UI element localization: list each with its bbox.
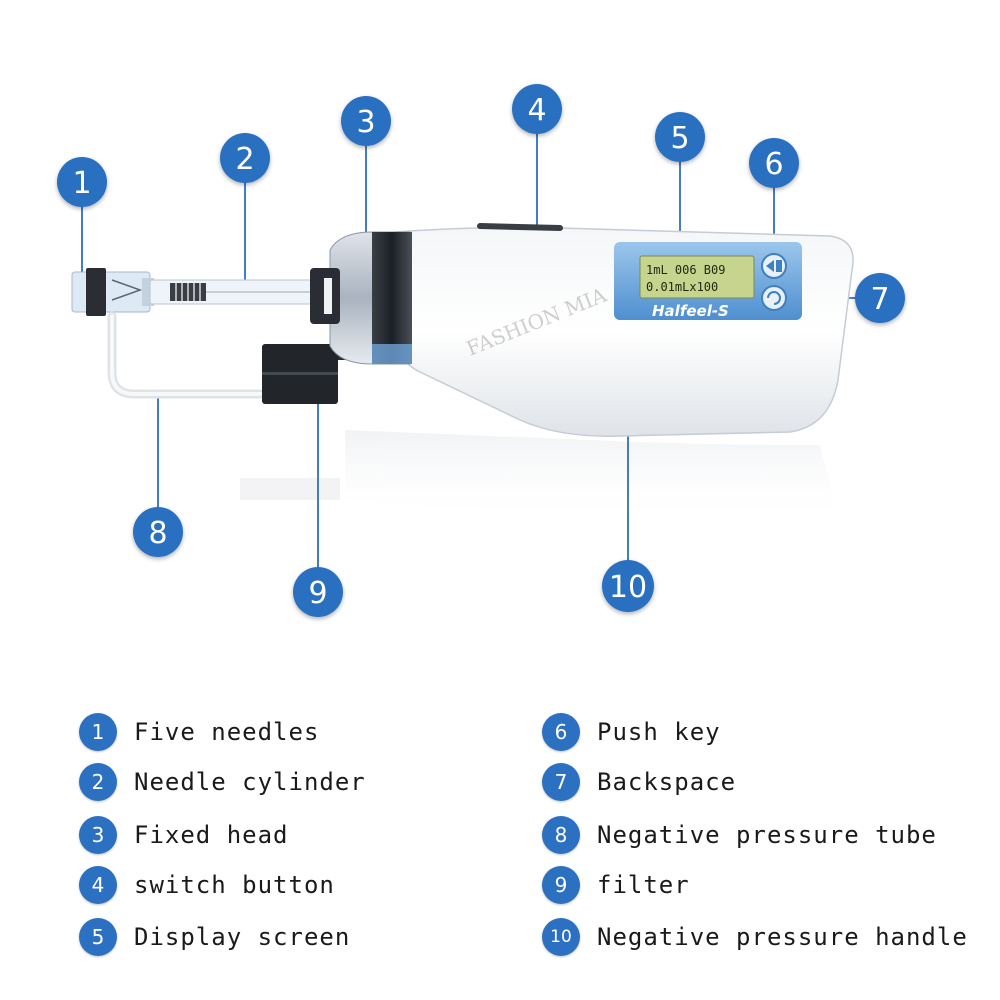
backspace-key[interactable] [761,285,787,311]
svg-text:5: 5 [670,121,689,156]
legend-label: filter [597,871,690,899]
legend-badge: 2 [79,763,117,801]
svg-text:8: 8 [148,516,167,551]
backspace-icon [767,291,781,305]
needle-cylinder [149,279,321,305]
device-reflection [240,430,840,525]
legend-badge: 4 [79,866,117,904]
callout-2: 2 [220,133,270,183]
svg-text:10: 10 [609,570,647,605]
legend-badge: 3 [79,816,117,854]
legend-label: Backspace [597,768,737,796]
legend-label: Negative pressure tube [597,821,937,849]
legend-badge: 8 [542,816,580,854]
callout-9: 9 [293,567,343,617]
push-key[interactable] [761,253,787,279]
callout-1: 1 [57,157,107,207]
callout-5: 5 [655,112,705,162]
legend-label: switch button [134,871,335,899]
legend-item-1: 1 Five needles [79,713,319,751]
needle-tip [71,268,154,316]
display-line-2: 0.01mLx100 [646,280,718,294]
legend-item-9: 9 filter [542,866,690,904]
legend-item-5: 5 Display screen [79,918,350,956]
legend-item-6: 6 Push key [542,713,721,751]
legend-label: Push key [597,718,721,746]
callout-10: 10 [602,560,654,612]
callout-8: 8 [133,507,183,557]
legend-badge: 1 [79,713,117,751]
legend-badge: 9 [542,866,580,904]
callout-4: 4 [512,84,562,134]
legend-item-8: 8 Negative pressure tube [542,816,937,854]
legend-label: Needle cylinder [134,768,366,796]
legend-label: Display screen [134,923,351,951]
legend-item-7: 7 Backspace [542,763,736,801]
legend-label: Five needles [134,718,320,746]
svg-text:7: 7 [870,282,889,317]
push-key-icon [766,260,782,272]
callout-7: 7 [855,273,905,323]
callout-3: 3 [341,96,391,146]
brand-logo-text: Halfeel-S [652,302,729,320]
svg-text:3: 3 [356,105,375,140]
legend-item-3: 3 Fixed head [79,816,289,854]
svg-text:9: 9 [308,576,327,611]
legend-item-10: 10 Negative pressure handle [542,918,968,956]
legend-badge: 7 [542,763,580,801]
svg-text:6: 6 [764,147,783,182]
legend-item-4: 4 switch button [79,866,335,904]
legend-badge: 6 [542,713,580,751]
callout-6: 6 [749,138,799,188]
fixed-head [310,231,412,365]
legend-badge: 5 [79,918,117,956]
svg-text:1: 1 [72,166,91,201]
legend-badge: 10 [542,918,580,956]
legend-label: Negative pressure handle [597,923,968,951]
negative-pressure-tube [107,311,267,399]
svg-text:2: 2 [235,142,254,177]
legend-item-2: 2 Needle cylinder [79,763,366,801]
callout-badges: 1 2 3 4 5 6 7 8 9 10 [57,84,905,617]
svg-text:4: 4 [527,93,546,128]
legend-label: Fixed head [134,821,289,849]
device-body: 1mL 006 B09 0.01mLx100 Halfeel-S FASHION… [394,223,854,437]
display-line-1: 1mL 006 B09 [646,263,725,277]
